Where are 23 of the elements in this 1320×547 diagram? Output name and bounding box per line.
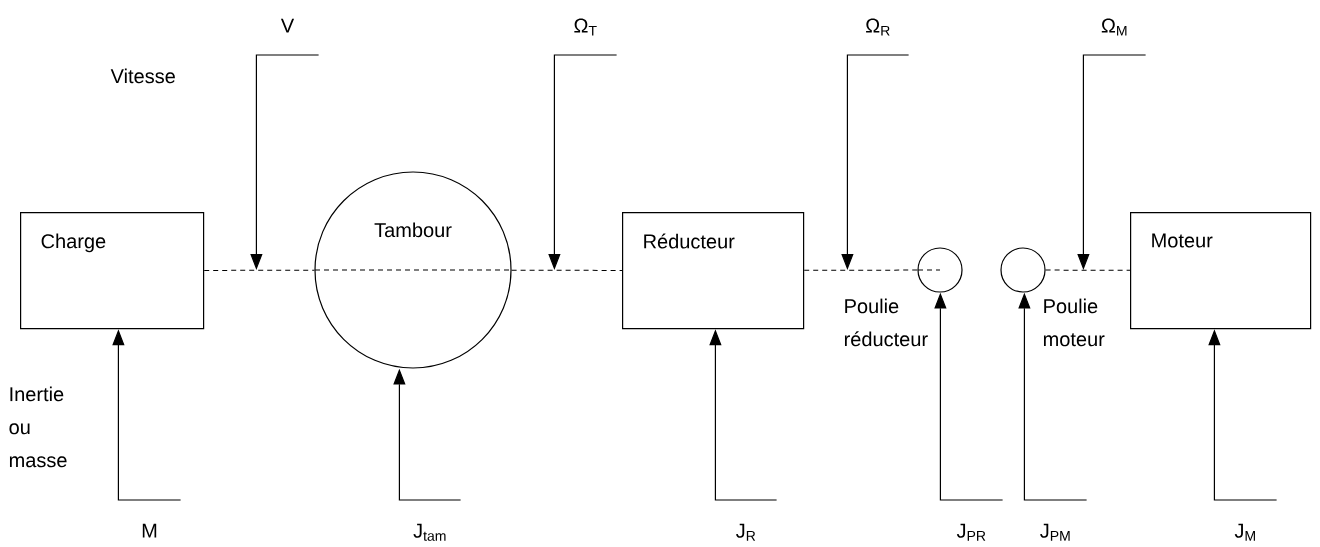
symbol-label: J$_{M}$ <box>1234 523 1255 541</box>
pulley-circle <box>1000 247 1046 293</box>
symbol-label: Ω$_{R}$ <box>866 18 890 36</box>
component-box: Charge <box>20 212 205 330</box>
pulley-circle <box>917 247 963 293</box>
annotation-text: Vitesse <box>110 68 175 84</box>
symbol-label: V <box>280 18 295 33</box>
symbol-label: J$_{R}$ <box>736 523 756 541</box>
symbol-label: Ω$_{T}$ <box>574 18 597 36</box>
symbol-label: J$_{PR}$ <box>956 523 986 541</box>
shaft-line <box>803 269 918 271</box>
symbol-label: J$_{tam}$ <box>413 523 446 541</box>
shaft-line <box>203 269 315 271</box>
component-box: Moteur <box>1130 212 1312 330</box>
component-label: Poulie réducteur <box>844 298 928 347</box>
shaft-line <box>511 269 623 271</box>
symbol-label: M <box>142 523 157 538</box>
symbol-label: J$_{PM}$ <box>1040 523 1070 541</box>
symbol-label: Ω$_{M}$ <box>1101 18 1127 36</box>
annotation-text: Inertie ou masse <box>9 386 67 468</box>
shaft-line <box>1045 269 1131 271</box>
component-label: Poulie moteur <box>1043 298 1105 347</box>
component-box: Réducteur <box>622 212 805 330</box>
